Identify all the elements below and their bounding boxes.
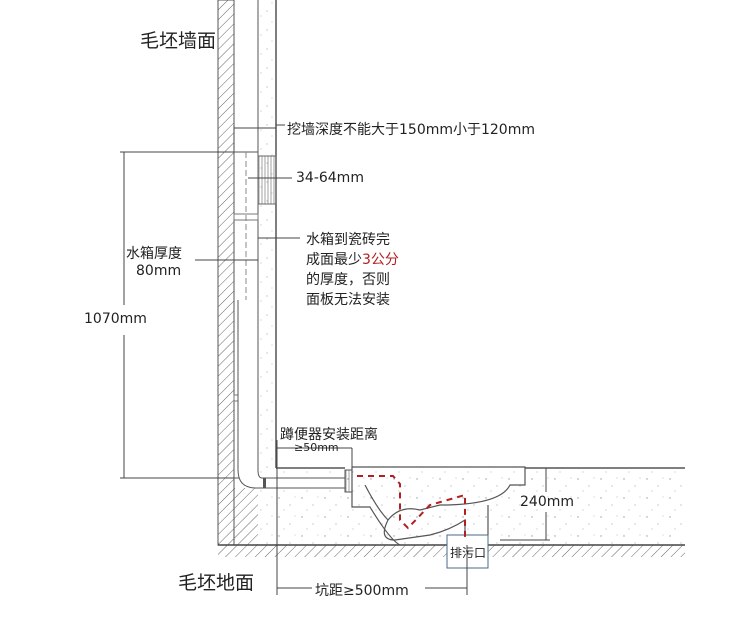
- depth-label: 240mm: [520, 494, 574, 510]
- floor-title: 毛坯地面: [178, 572, 255, 594]
- tank-note-line: 成面最少3公分: [306, 250, 399, 270]
- pit-distance-label: 坑距≥500mm: [315, 583, 409, 599]
- wall-title: 毛坯墙面: [140, 30, 217, 52]
- flow-arrows: [357, 475, 466, 540]
- tank-note-highlight: 3公分: [362, 252, 399, 268]
- plaster-layer: [258, 0, 276, 468]
- wall-depth-label: 挖墙深度不能大于150mm小于120mm: [287, 122, 535, 138]
- flush-panel: [257, 155, 277, 205]
- install-distance-label: 蹲便器安装距离: [280, 427, 378, 443]
- tank-thickness-value: 80mm: [136, 263, 182, 279]
- wall-hatch: [217, 0, 235, 546]
- squat-toilet: [351, 466, 526, 546]
- drain-label: 排污口: [450, 546, 487, 560]
- panel-range-label: 34-64mm: [296, 170, 364, 186]
- min-gap-label: ≥50mm: [294, 441, 339, 454]
- height-label: 1070mm: [84, 311, 147, 327]
- tank-note-line: 面板无法安装: [306, 292, 390, 308]
- tank-note-text: 成面最少: [306, 252, 362, 268]
- tank-note: 水箱到瓷砖完 成面最少3公分 的厚度，否则 面板无法安装: [306, 230, 399, 310]
- flush-pipe: [237, 300, 346, 489]
- tank-note-line: 水箱到瓷砖完: [306, 232, 390, 248]
- tank-note-line: 的厚度，否则: [306, 272, 390, 288]
- tank-thickness-label: 水箱厚度: [126, 246, 182, 262]
- wall-lower-hatch: [234, 488, 258, 545]
- pipe-connector: [344, 469, 353, 493]
